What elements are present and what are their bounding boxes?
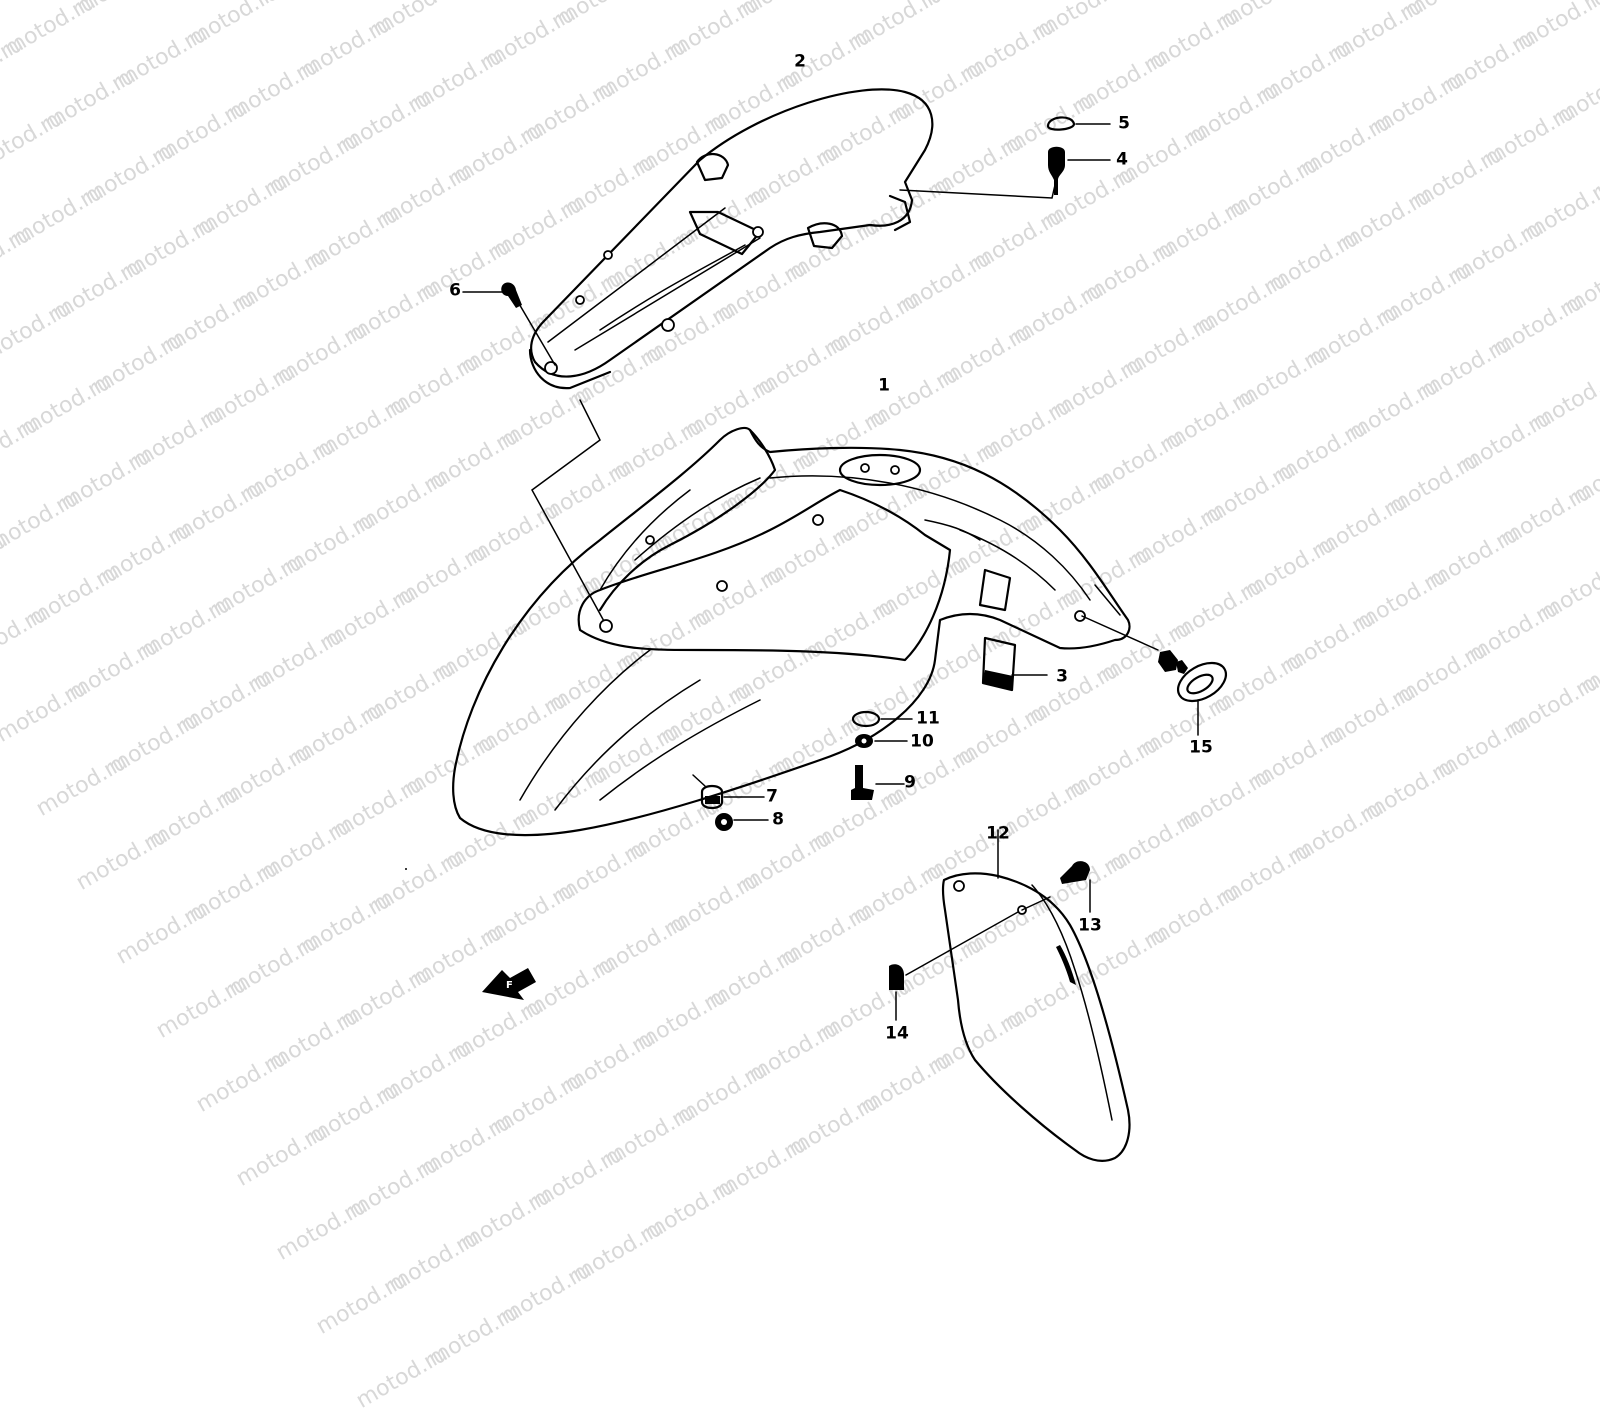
part-14-nut [889, 964, 904, 1021]
callout-2: 2 [794, 51, 806, 72]
part-12-mudguard-extension [905, 829, 1131, 1162]
callout-12: 12 [986, 823, 1010, 844]
callout-5: 5 [1118, 113, 1130, 134]
watermark-text: motod.ru [496, 1257, 596, 1330]
callout-15: 15 [1189, 737, 1213, 758]
callout-3: 3 [1056, 666, 1068, 687]
watermark-text: motod.ru [352, 1341, 452, 1414]
callout-8: 8 [772, 809, 784, 830]
part-6-screw [462, 282, 522, 308]
callout-14: 14 [885, 1023, 909, 1044]
part-7-grommet [692, 774, 765, 810]
diagram-drawing: F [405, 88, 1227, 1162]
callout-13: 13 [1078, 915, 1102, 936]
part-4-bolt [1048, 146, 1111, 195]
part-8-nut [715, 813, 769, 831]
part-10-washer [855, 734, 908, 748]
arrow-label: F [506, 980, 513, 991]
part-3-reflector [981, 636, 1048, 692]
watermark-text: motod.ru [568, 1215, 668, 1288]
part-15-fastener [1158, 650, 1227, 736]
callout-6: 6 [449, 280, 461, 301]
part-5-cap [1046, 116, 1111, 131]
direction-arrow: F [482, 968, 536, 1000]
callout-11: 11 [916, 708, 940, 729]
callout-7: 7 [766, 786, 778, 807]
watermark-text: motod.ru [384, 1225, 484, 1298]
part-13-screw [1060, 861, 1091, 913]
callout-9: 9 [904, 772, 916, 793]
part-11-washer [851, 710, 913, 728]
part-2-fender-cover [517, 88, 1056, 624]
callout-10: 10 [910, 731, 934, 752]
watermark-text: motod.ru [312, 1267, 412, 1340]
watermark-text: motod.ru [272, 1193, 372, 1266]
watermark-text: motod.ru [424, 1299, 524, 1372]
callout-1: 1 [878, 375, 890, 396]
callout-4: 4 [1116, 149, 1128, 170]
part-1-front-fender [452, 426, 1159, 837]
part-9-bolt [851, 765, 905, 800]
